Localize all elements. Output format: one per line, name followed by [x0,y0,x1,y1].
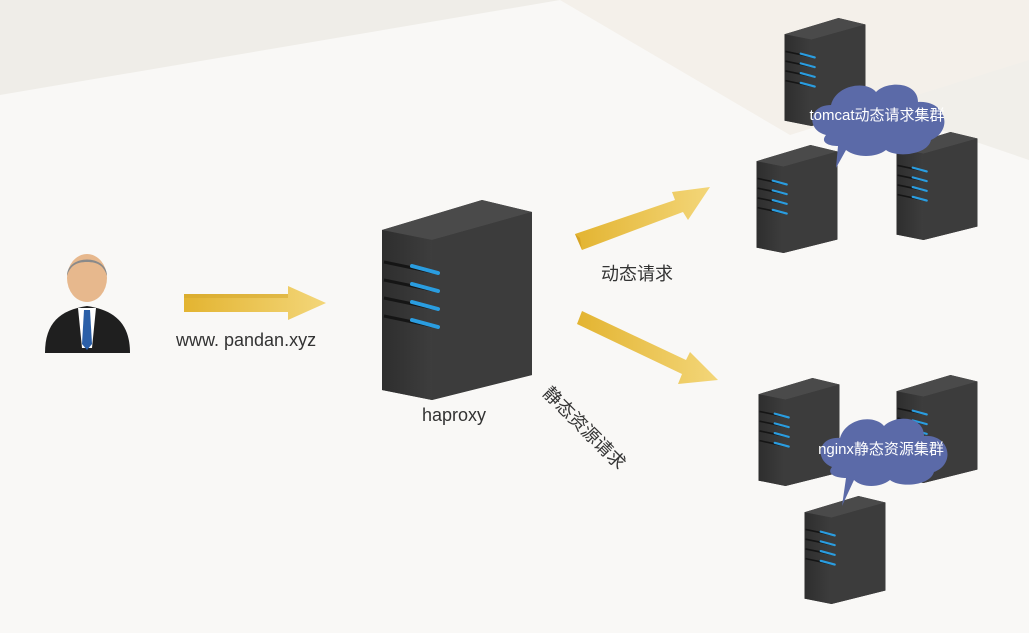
server-icon [804,496,886,604]
server-icon [382,200,532,400]
nginx-cluster-label: nginx静态资源集群 [818,441,944,458]
route-dynamic-label: 动态请求 [601,264,673,284]
businessman-icon [45,254,130,353]
nginx-cloud-bubble [820,418,948,506]
arrow-static [577,311,718,384]
arrow-dynamic [575,187,710,250]
proxy-label: haproxy [422,405,487,425]
tomcat-cluster-label: tomcat动态请求集群 [809,107,945,124]
tomcat-cloud-bubble [812,84,945,168]
arrow-to-proxy [184,286,326,320]
client-url-label: www. pandan.xyz [176,330,317,350]
